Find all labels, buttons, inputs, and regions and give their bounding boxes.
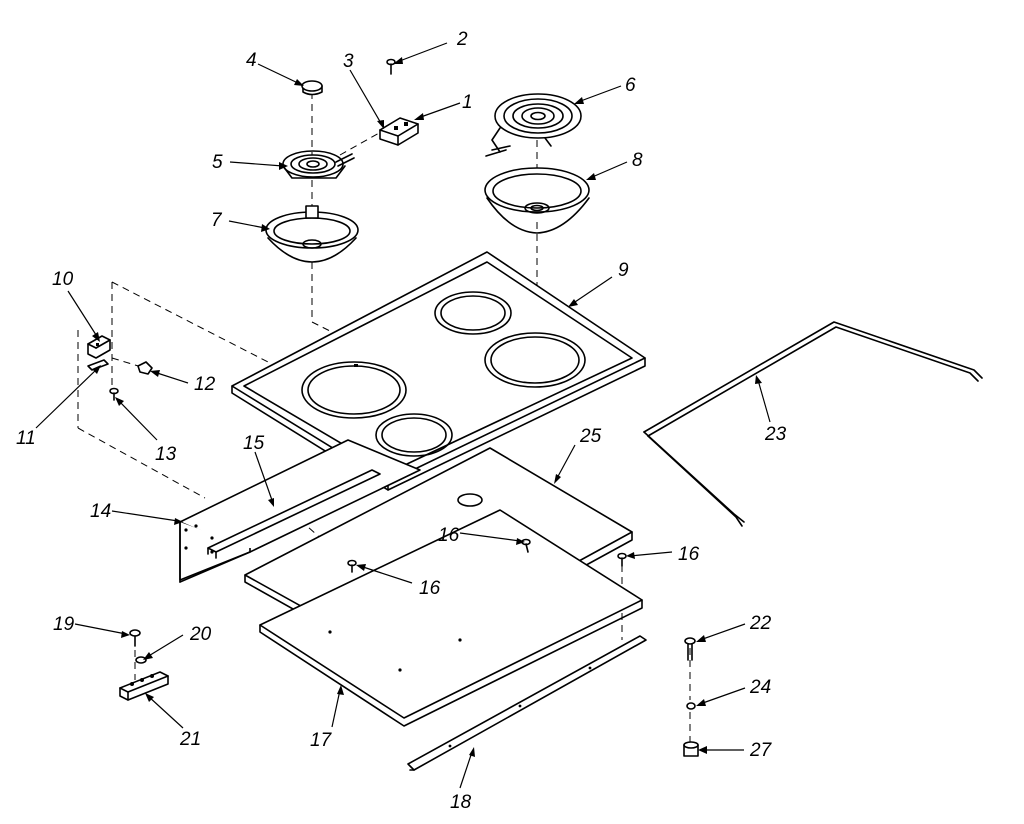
callout-leaders [35,42,771,789]
callout-2: 2 [456,29,468,50]
callout-19: 19 [53,614,75,635]
callout-24: 24 [749,677,771,698]
callout-4: 4 [246,50,257,71]
callout-6: 6 [625,75,636,96]
screw-part-16-b [347,559,357,573]
callout-labels: 2 3 1 4 5 6 7 8 9 10 11 12 13 14 15 16 1… [16,29,787,813]
lower-panel-part-17 [259,509,643,727]
callout-23: 23 [764,424,787,445]
callout-16-b: 16 [419,578,441,599]
cooktop-main-top-part-9 [231,251,646,491]
screw-part-19 [129,629,141,647]
callout-21: 21 [179,729,201,750]
screw-part-2 [386,58,396,75]
callout-22: 22 [749,613,772,634]
callout-7: 7 [211,210,223,231]
callout-16-c: 16 [678,544,700,565]
callout-10: 10 [52,269,74,290]
callout-9: 9 [618,260,629,281]
callout-12: 12 [194,374,216,395]
nut-part-24 [686,702,696,710]
small-surface-element-part-5 [282,150,355,179]
bracket-part-10 [87,335,111,359]
callout-20: 20 [189,624,212,645]
wire-frame-part-23 [643,321,983,527]
large-surface-element-part-6 [485,93,582,157]
washer-part-20 [135,656,147,664]
large-drip-bowl-part-8 [484,167,590,234]
callout-5: 5 [212,152,223,173]
callout-18: 18 [450,792,472,813]
callout-1: 1 [462,92,473,113]
rail-part-18 [407,635,647,771]
screw-part-16-c [617,552,627,567]
terminal-strip-part-21 [119,671,169,701]
callout-16-a: 16 [438,525,460,546]
callout-11: 11 [16,428,36,449]
plug-part-4 [301,80,323,96]
trim-strip-part-15 [207,469,381,559]
screw-part-13 [109,387,119,401]
clip-part-11 [87,359,109,371]
callout-8: 8 [632,150,643,171]
callout-15: 15 [243,433,265,454]
callout-27: 27 [749,740,773,761]
terminal-block-part-1 [379,117,419,146]
bolt-part-22 [684,637,696,661]
leg-part-27 [683,741,699,757]
clip-part-12 [137,361,153,375]
callout-14: 14 [90,501,111,522]
small-drip-bowl-part-7 [265,205,359,263]
callout-13: 13 [155,444,177,465]
callout-3: 3 [343,51,354,72]
callout-17: 17 [310,730,333,751]
callout-25: 25 [579,426,602,447]
